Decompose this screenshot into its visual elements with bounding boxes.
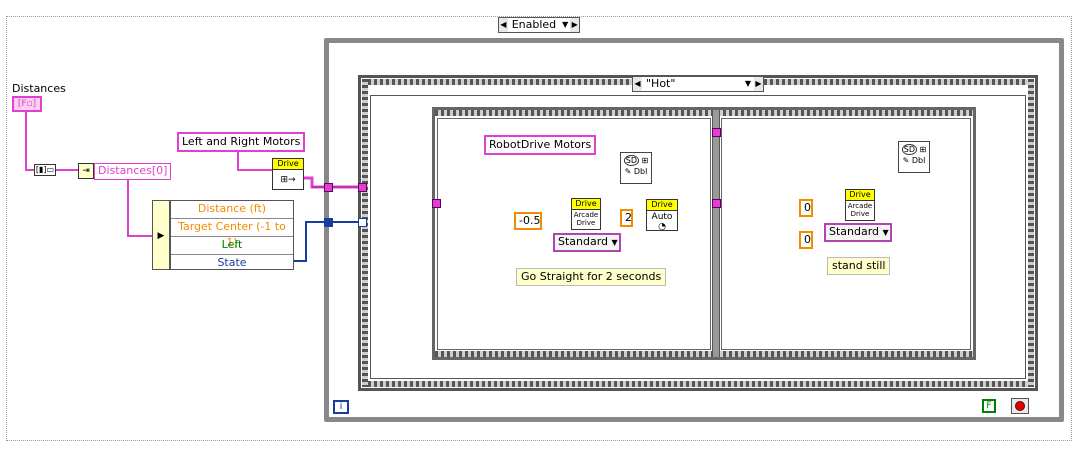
unbundle-row-state[interactable]: State [217,256,247,269]
unbundle-row-distance[interactable]: Distance (ft) [171,201,293,219]
frame1-comment: Go Straight for 2 seconds [516,268,667,286]
diagram-disable-label: Enabled [511,18,557,31]
index-array-node[interactable]: [▮]▭ [34,164,56,176]
enum-dropdown-icon-2: ▼ [882,228,889,237]
const-zero-1[interactable]: 0 [799,199,813,217]
seq-frame1 [437,118,711,350]
robotdrive-motors-control[interactable]: RobotDrive Motors [484,135,597,155]
stop-constant[interactable]: F [982,399,996,413]
arcade-drive-label-2: Arcade Drive [847,202,873,218]
next-arrow-icon[interactable]: ▶ [570,18,579,32]
sd-dbl-vi-2[interactable]: SD ⊞ ✎ Dbl [898,141,930,173]
mode-enum-1-label: Standard [558,235,609,248]
arcade-drive-vi-1[interactable]: Drive Arcade Drive [571,198,601,230]
mode-enum-1[interactable]: Standard ▼ [553,233,621,252]
seq-tunnel-top [712,128,721,137]
unbundle-handle[interactable]: ▶ [152,200,170,270]
auto-label: Auto [651,212,673,222]
case-selector-label: "Hot" [646,77,676,90]
drive-ref-vi[interactable]: Drive ⊞→ [272,158,304,190]
sd-dbl-vi-1[interactable]: SD ⊞ ✎ Dbl [620,152,652,184]
arcade-drive-label-1: Arcade Drive [573,211,599,227]
drive-header: Drive [273,159,303,170]
sd-label-1: SD [623,155,639,166]
case-selector-terminal [358,218,367,227]
auto-delay-vi[interactable]: Drive Auto ◔ [646,199,678,232]
case-dropdown-icon[interactable]: ▼ [744,79,751,88]
wire-distances [25,112,34,171]
sd-label-2: SD [901,144,917,155]
case-tunnel-drive [358,183,367,192]
dbl-label-1: Dbl [633,167,648,176]
case-next-icon[interactable]: ▶ [754,77,763,91]
frame2-comment: stand still [827,257,891,275]
seq-divider [712,110,720,357]
speed-constant[interactable]: -0.5 [514,212,542,230]
const-zero-2[interactable]: 0 [799,231,813,249]
arcade-drive-header-2: Drive [846,190,874,201]
prev-arrow-icon[interactable]: ◀ [499,18,508,32]
case-inner-border [370,95,1026,379]
diagram-disable-selector[interactable]: ◀ Enabled ▼ ▶ [498,17,580,33]
seq-tunnel-in [432,199,441,208]
dbl-label-2: Dbl [911,156,926,165]
enum-dropdown-icon: ▼ [611,238,618,247]
case-film-right [1028,79,1034,387]
case-selector[interactable]: ◀ "Hot" ▼ ▶ [632,76,764,92]
gauge-icon: ◔ [658,222,666,232]
seq-tunnel-mid [712,199,721,208]
sd-dbl-content-2: SD ⊞ ✎ Dbl [901,144,927,165]
distances-label: Distances [12,82,66,95]
loop-tunnel-drive [324,183,333,192]
seq-film-bottom [435,351,973,357]
unbundle-by-name[interactable]: Distance (ft) Target Center (-1 to 1) Le… [170,200,294,270]
wire-distances0 [127,179,152,237]
unbundle-by-name-icon[interactable]: ⇥ [78,163,94,179]
seq-film-top [435,110,973,116]
unbundle-row-left[interactable]: Left [171,237,293,255]
unbundle-row-target-center[interactable]: Target Center (-1 to 1) [171,219,293,249]
iteration-terminal: i [333,400,349,414]
distances-terminal[interactable]: [F▫] [12,96,42,112]
stop-icon [1015,401,1025,411]
mode-enum-2[interactable]: Standard ▼ [824,223,892,242]
block-diagram-border [6,16,1072,441]
auto-delay-header: Drive [647,200,677,211]
sd-dbl-content-1: SD ⊞ ✎ Dbl [623,155,649,176]
time-constant[interactable]: 2 [620,209,633,227]
dropdown-icon[interactable]: ▼ [562,20,569,29]
wire-state [294,221,360,262]
mode-enum-2-label: Standard [829,225,880,238]
arcade-drive-header-1: Drive [572,199,600,210]
wire-left-right [237,150,288,171]
left-right-motors-control[interactable]: Left and Right Motors [177,132,306,152]
loop-tunnel-state [324,218,333,227]
case-film-left [362,79,368,387]
case-prev-icon[interactable]: ◀ [633,77,642,91]
arcade-drive-vi-2[interactable]: Drive Arcade Drive [845,189,875,221]
while-loop[interactable] [324,38,1064,422]
case-film-bottom [362,381,1034,387]
distances0-field[interactable]: Distances[0] [94,163,172,180]
seq-frame2 [721,118,971,350]
